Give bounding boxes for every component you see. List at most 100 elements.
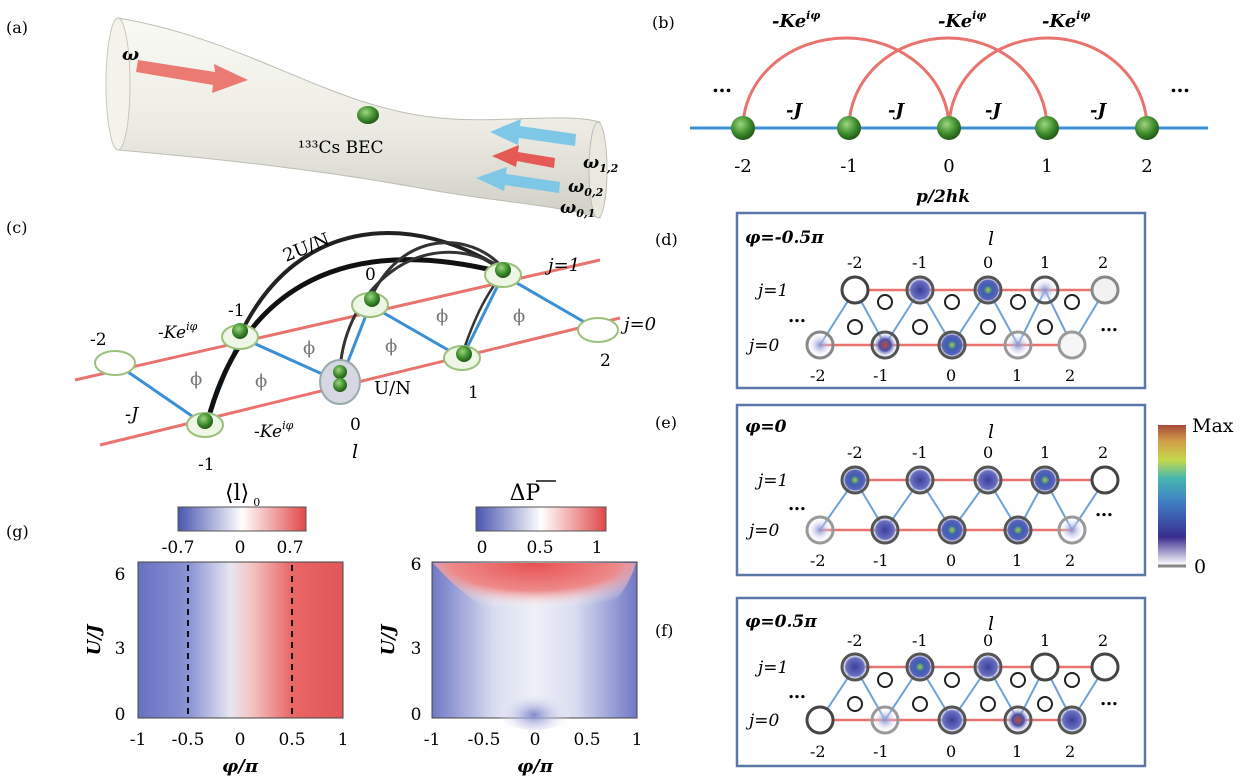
x-tick: -0.5 bbox=[468, 730, 501, 750]
j1-label: j=1 bbox=[754, 471, 788, 491]
dots-right: … bbox=[1170, 73, 1190, 97]
flux-symbol: ϕ bbox=[385, 336, 397, 357]
j1-label: j=1 bbox=[754, 658, 788, 678]
y-label: U/J bbox=[378, 623, 399, 655]
map-title: ΔP bbox=[510, 481, 541, 506]
cb-tick: 0.5 bbox=[526, 538, 553, 558]
panel-d: φ=-0.5π l -2 -1 0 1 2 -2 -1 0 1 bbox=[745, 228, 1120, 385]
site-density bbox=[870, 515, 900, 545]
bottom-index: 2 bbox=[1065, 742, 1075, 761]
blue-core bbox=[486, 670, 582, 730]
dots-left: … bbox=[712, 73, 732, 97]
omega01-beam-arrow bbox=[476, 167, 560, 193]
omega12-beam-arrow bbox=[490, 119, 576, 146]
j0-label: j=0 bbox=[745, 711, 780, 731]
site-index-label: l bbox=[352, 441, 358, 463]
neg-j-label: -J bbox=[125, 404, 140, 425]
site-index: 1 bbox=[1041, 156, 1052, 177]
bottom-index: 1 bbox=[1012, 742, 1022, 761]
top-index: 0 bbox=[983, 443, 993, 462]
site-empty bbox=[1057, 330, 1087, 360]
top-index: 1 bbox=[1040, 253, 1050, 272]
bottom-index: 1 bbox=[1012, 551, 1022, 570]
momentum-site bbox=[1135, 116, 1159, 140]
colorbar-gradient bbox=[1158, 425, 1186, 565]
long-hop-arc-2 bbox=[847, 36, 1049, 129]
bottom-index: 0 bbox=[946, 742, 956, 761]
colorbar-r bbox=[475, 506, 607, 532]
site-density bbox=[870, 705, 900, 735]
coupling-arc bbox=[368, 241, 505, 301]
coupling-2u-label: 2U/N bbox=[280, 229, 333, 267]
top-index: -2 bbox=[847, 631, 863, 650]
site-density bbox=[1057, 705, 1087, 735]
bec-cloud bbox=[357, 106, 379, 124]
panel-e: φ=0 l -2 -1 0 1 2 -2 -1 0 1 2 j=1 j=0 … … bbox=[745, 417, 1120, 570]
bottom-index: -2 bbox=[810, 551, 826, 570]
flux-symbol: ϕ bbox=[255, 371, 267, 392]
bottom-index: 0 bbox=[946, 366, 956, 385]
site-density bbox=[937, 705, 967, 735]
y-tick: 6 bbox=[115, 565, 126, 585]
y-tick: 3 bbox=[115, 639, 126, 659]
top-index: -1 bbox=[912, 253, 928, 272]
cb-tick: 0 bbox=[477, 538, 488, 558]
omega02-beam-arrow bbox=[492, 145, 555, 168]
omega12-label: ω1,2 bbox=[583, 153, 619, 175]
site-empty bbox=[840, 275, 870, 305]
hop-short-label: -J bbox=[888, 100, 905, 121]
circulation-arrows bbox=[847, 672, 1080, 712]
site-density bbox=[937, 515, 967, 545]
site-density bbox=[1003, 515, 1033, 545]
l-label: l bbox=[988, 613, 994, 635]
dots: … bbox=[1100, 315, 1118, 336]
colorbar-zero-label: 0 bbox=[1194, 556, 1206, 578]
site-index: 2 bbox=[1141, 156, 1152, 177]
site-density bbox=[973, 275, 1003, 305]
panel-c: ϕ ϕ ϕ ϕ ϕ ϕ -2 0 j=1 2 j=0 2U/N U/N -J -… bbox=[74, 229, 656, 475]
site-density bbox=[1003, 705, 1033, 735]
site-empty bbox=[1090, 275, 1120, 305]
flux-symbol: ϕ bbox=[303, 338, 315, 359]
atom bbox=[456, 346, 472, 362]
bottom-index: 0 bbox=[946, 551, 956, 570]
top-index: -2 bbox=[847, 443, 863, 462]
omega02-label: ω0,2 bbox=[568, 177, 604, 199]
site-label-top: 0 bbox=[365, 265, 376, 285]
rung bbox=[460, 274, 505, 359]
site-density bbox=[937, 330, 967, 360]
colorbar-l bbox=[177, 506, 307, 532]
red-region bbox=[433, 563, 636, 629]
site-label: -1 bbox=[228, 301, 245, 321]
bottom-index: -2 bbox=[810, 742, 826, 761]
top-index: 0 bbox=[983, 253, 993, 272]
panel-g-left: ⟨l⟩0 -0.7 0 0.7 0 3 6 U/J -1 -0.5 0 0.5 … bbox=[84, 481, 348, 777]
hop-short-label: -J bbox=[786, 100, 803, 121]
top-index: 1 bbox=[1040, 443, 1050, 462]
omega-beam-arrow bbox=[136, 60, 248, 93]
site-empty bbox=[1090, 465, 1120, 495]
atom bbox=[364, 291, 380, 307]
dots: … bbox=[1095, 500, 1113, 521]
cb-tick: 0 bbox=[235, 538, 246, 558]
panel-label-a: (a) bbox=[6, 18, 28, 37]
long-hop-arc-3 bbox=[947, 36, 1149, 129]
bottom-index: 1 bbox=[1012, 366, 1022, 385]
flux-symbol: ϕ bbox=[513, 306, 525, 327]
coupling-2u-arc bbox=[238, 231, 505, 336]
x-tick: -0.5 bbox=[172, 730, 205, 750]
empty-site bbox=[577, 317, 619, 343]
site-empty bbox=[1090, 652, 1120, 682]
y-tick: 3 bbox=[411, 639, 422, 659]
site-density bbox=[905, 652, 935, 682]
dots: … bbox=[1100, 689, 1118, 710]
panel-f: φ=0.5π l -2 -1 0 1 2 -2 -1 0 1 2 j=1 j=0… bbox=[745, 612, 1120, 761]
omega01-label: ω0,1 bbox=[560, 198, 595, 220]
bottom-index: -1 bbox=[873, 742, 889, 761]
site-density bbox=[840, 465, 870, 495]
coupling-arc bbox=[338, 250, 504, 371]
cb-tick: 0.7 bbox=[276, 538, 303, 558]
map-title: ⟨l⟩0 bbox=[225, 481, 260, 509]
site-index: -1 bbox=[840, 156, 858, 177]
hop-short-label: -J bbox=[1090, 100, 1107, 121]
